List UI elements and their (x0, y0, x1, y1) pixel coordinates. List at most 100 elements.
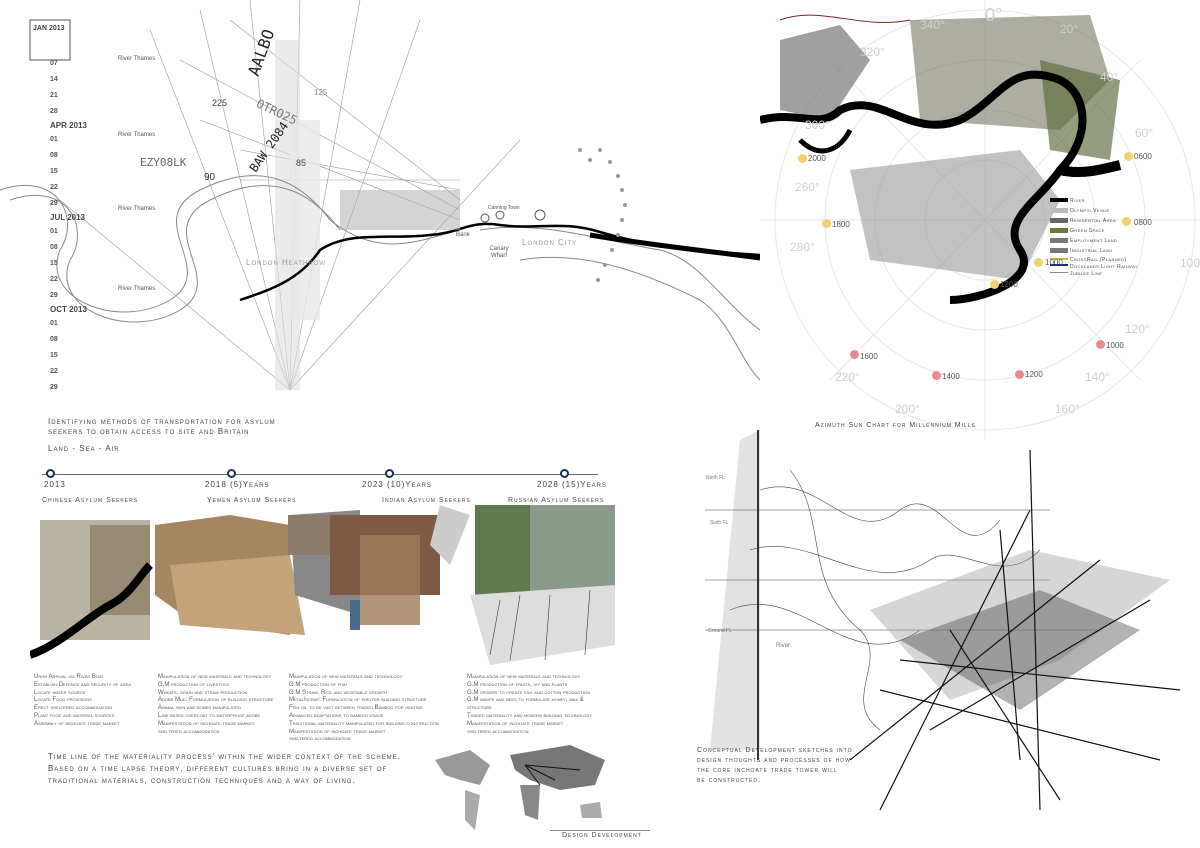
calendar-month: APR 2013 (50, 121, 87, 130)
group-label: Indian Asylum Seekers (382, 497, 471, 504)
group-label: Chinese Asylum Seekers (42, 497, 139, 504)
calendar-day: 08 (50, 152, 58, 159)
place-label-london-city: London City (522, 238, 578, 247)
sun-time-label: 0800 (1134, 218, 1152, 227)
transport-linework (0, 0, 761, 391)
list-item: Manifestation of inchoate trade market (158, 720, 255, 727)
river-label: River Thames (118, 132, 156, 138)
timeline-year: 2013 (44, 480, 66, 489)
map-caption: Design Development (562, 832, 642, 839)
flight-label: EZY08LK (140, 156, 187, 169)
sun-point-winter (1096, 340, 1105, 349)
place-label-bank: Bank (456, 232, 470, 238)
sun-point-summer (1124, 152, 1133, 161)
list-item: Manifestation of inchoate trade market (467, 720, 564, 727)
legend-item: Green Space (1070, 228, 1105, 234)
timeline-year: 2028 (15)Years (537, 480, 607, 489)
calendar-day: 01 (50, 136, 58, 143)
legend-item: Jubilee Line (1070, 271, 1103, 277)
list-item: sheltered accommodation (289, 736, 351, 743)
list-item: Lime based overcoat to waterproof adobe (158, 712, 261, 719)
flight-heading: 85 (296, 158, 307, 168)
list-item: G.M production of fish (289, 681, 347, 688)
sketch-linework (705, 430, 1181, 811)
sun-point-winter (932, 371, 941, 380)
list-item: Locate Food provisions (34, 697, 92, 704)
list-item: G.M Straw, Rice and vegetable growth (289, 689, 388, 696)
calendar-box-label: JAN 2013 (33, 25, 65, 32)
concept-sketch (700, 430, 1200, 840)
river-label: River Thames (118, 56, 156, 62)
timeline-caption-line3: traditional materials, construction tech… (48, 776, 356, 785)
calendar-day: 21 (50, 92, 58, 99)
sun-angle: 40° (1100, 70, 1119, 84)
legend-item: Employment Land (1070, 238, 1118, 244)
collage-images (28, 505, 615, 665)
sun-point-winter (1015, 370, 1024, 379)
list-item: sheltered accommodation (158, 728, 220, 735)
timeline-list: Manipulation of new materials and techno… (467, 674, 627, 736)
timeline-node (560, 469, 569, 478)
timeline-caption-line1: Time line of the materiality process' wi… (48, 752, 401, 761)
calendar-day: 08 (50, 244, 58, 251)
calendar-day: 22 (50, 184, 58, 191)
flight-heading: 125 (314, 88, 328, 97)
sun-angle: 160° (1055, 402, 1080, 416)
list-item: G.M wasps and bees to formulate honey, w… (467, 697, 584, 704)
sun-angle: 300° (805, 118, 830, 132)
timeline-node (227, 469, 236, 478)
sun-point-summer (822, 219, 831, 228)
list-item: Advanced adaptations to bamboo usage (289, 712, 384, 719)
legend-item: Industrial Land (1070, 248, 1113, 254)
sun-time-label: 1600 (860, 352, 878, 361)
sun-point-winter (850, 350, 859, 359)
list-item: Fish oil to be vast between traded Bambo… (289, 705, 423, 712)
legend-swatches (1050, 198, 1068, 273)
list-item: Locate water source (34, 689, 86, 696)
sun-time-label: 1200 (1025, 370, 1043, 379)
sun-time-label: 1200 (1000, 280, 1018, 289)
sketch-caption-line2: design thoughts and processes of how (697, 757, 851, 764)
list-item: Traded materiality and modern building t… (467, 712, 593, 719)
list-item: sheltered accommodation (467, 728, 529, 735)
sketch-caption-line3: the core inchoate trade tower will (697, 767, 838, 774)
list-item: Manipulation of new materials and techno… (158, 674, 272, 680)
sketch-caption-line1: Conceptual Development sketches into (697, 747, 853, 754)
legend-item: CrossRail (Planned) (1070, 257, 1127, 263)
timeline-year: 2023 (10)Years (362, 480, 432, 489)
place-label-heathrow: London Heathrow (246, 258, 327, 267)
list-item: Urgh Arrival via River Boat (34, 674, 104, 680)
calendar-day: 14 (50, 76, 58, 83)
sun-point-summer (990, 280, 999, 289)
calendar-day: 01 (50, 320, 58, 327)
legend-item: Docklands Light Railway (1070, 264, 1138, 270)
sun-angle: 340° (920, 18, 945, 32)
transport-modes: Land - Sea - Air (48, 444, 120, 453)
list-item: Adobe Mud: Formulation of building struc… (158, 697, 274, 704)
sun-angle: 100 (1180, 256, 1200, 270)
sun-angle: 220° (835, 370, 860, 384)
sun-chart-graphic (759, 0, 1200, 440)
sun-angle: 60° (1135, 126, 1154, 140)
list-item: Manipulation of new materials and techno… (467, 674, 581, 680)
calendar-day: 15 (50, 168, 58, 175)
calendar-month: JUL 2013 (50, 213, 85, 222)
list-item: Erect sheltered accommodation (34, 705, 113, 712)
list-item: Metal/scrap: Formulation of shelter buil… (289, 697, 427, 704)
legend-item: River (1070, 198, 1085, 204)
calendar-day: 15 (50, 352, 58, 359)
sun-angle: 140° (1085, 370, 1110, 384)
sun-angle: 120° (1125, 322, 1150, 336)
transport-caption-line1: Identifying methods of transportation fo… (48, 417, 276, 426)
calendar-day: 22 (50, 276, 58, 283)
sun-time-label: 1000 (1045, 258, 1063, 267)
legend-item: Olympic Venue (1070, 208, 1110, 214)
place-label-canary-wharf: Canary Wharf (489, 246, 509, 259)
flight-heading: 225 (212, 98, 228, 108)
list-item: G.M production of livestock (158, 681, 230, 688)
sun-chart (759, 0, 1200, 440)
river-label: River Thames (118, 286, 156, 292)
sun-time-label: 1000 (1106, 341, 1124, 350)
map-caption-rule (550, 830, 650, 831)
place-label-canning-town: Canning Town (488, 205, 520, 211)
